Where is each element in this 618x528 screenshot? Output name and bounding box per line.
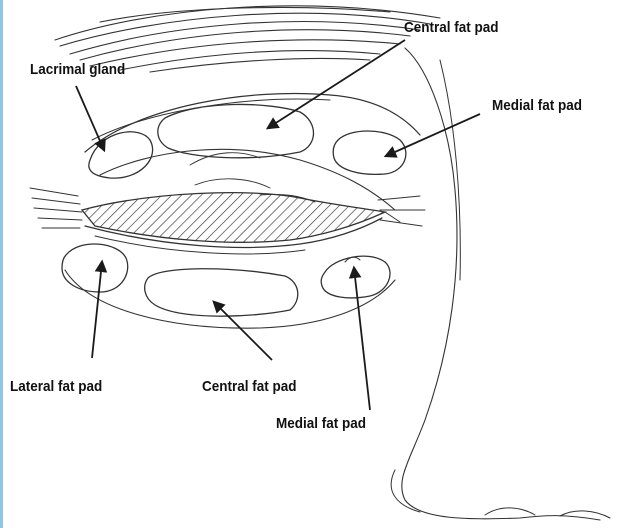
label-upper-central-fat-pad: Central fat pad xyxy=(404,20,499,35)
arrow-lacrimal xyxy=(76,86,104,150)
arrow-lower-central xyxy=(214,302,272,360)
lower-lateral-fat-pad xyxy=(62,244,128,292)
medial-canthus-lines xyxy=(378,196,425,226)
upper-lid-margin xyxy=(82,193,385,243)
lateral-canthus-lines xyxy=(30,188,82,228)
arrow-upper-medial xyxy=(386,114,480,156)
label-lacrimal-gland: Lacrimal gland xyxy=(30,62,125,77)
label-upper-medial-fat-pad: Medial fat pad xyxy=(492,98,582,113)
label-lower-medial-fat-pad: Medial fat pad xyxy=(276,416,366,431)
nose-profile xyxy=(402,48,600,520)
arrow-lower-medial xyxy=(354,268,370,410)
arrow-lower-lateral xyxy=(92,262,102,358)
lower-orbital-rim xyxy=(65,270,395,328)
label-lower-central-fat-pad: Central fat pad xyxy=(202,379,297,394)
label-lower-lateral-fat-pad: Lateral fat pad xyxy=(10,379,102,394)
arrow-upper-central xyxy=(268,40,405,128)
